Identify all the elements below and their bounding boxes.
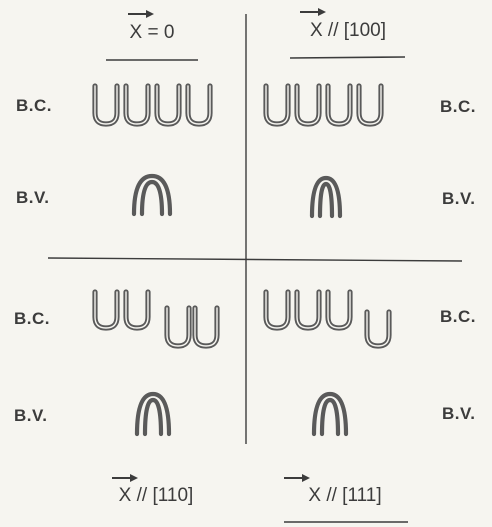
valence-label-bottom-right: B.V. [442, 404, 476, 424]
valley-3 [328, 86, 350, 124]
condition-label-bottom-right: X // [111] [280, 485, 410, 507]
valley-4 [188, 86, 210, 124]
valence-band-111 [314, 394, 346, 434]
valence-arch-line-2 [322, 400, 338, 434]
conduction-label-top-left: B.C. [16, 96, 52, 116]
valley-1 [266, 292, 288, 328]
condition-label-top-left: X = 0 [106, 22, 198, 44]
conduction-band-valleys-111 [266, 292, 389, 346]
conduction-band-valleys-100 [266, 86, 381, 124]
condition-label-bottom-left: X // [110] [100, 485, 212, 507]
valence-arch-line-2 [142, 182, 162, 214]
vector-arrow-head-2 [318, 8, 326, 16]
conduction-label-bottom-left: B.C. [14, 309, 50, 329]
valence-label-top-left: B.V. [16, 188, 50, 208]
valley-2 [126, 292, 148, 328]
valence-band-110 [137, 394, 169, 434]
valence-arch-line-2 [145, 400, 161, 434]
valence-band-x0 [134, 176, 170, 214]
valley-3 [328, 292, 350, 328]
vector-arrow-head-3 [130, 474, 138, 482]
valence-label-bottom-left: B.V. [14, 406, 48, 426]
horizontal-divider [48, 258, 462, 261]
conduction-label-top-right: B.C. [440, 97, 476, 117]
title-rule-top-right [290, 57, 405, 58]
valley-1 [266, 86, 288, 124]
valley-4 [359, 86, 381, 124]
vector-arrows [112, 8, 326, 482]
conduction-label-bottom-right: B.C. [440, 307, 476, 327]
valley-2 [126, 86, 148, 124]
vector-arrow-head-1 [146, 10, 154, 18]
valence-band-100 [312, 178, 340, 216]
valley-1 [95, 292, 117, 328]
valence-arch-line-2 [320, 184, 332, 216]
valley-2 [297, 292, 319, 328]
vector-arrow-head-4 [302, 474, 310, 482]
valley-2 [297, 86, 319, 124]
conduction-band-valleys-110 [95, 292, 217, 346]
valence-label-top-right: B.V. [442, 189, 476, 209]
valley-3 [167, 308, 189, 346]
valley-3 [157, 86, 179, 124]
valley-4 [195, 308, 217, 346]
condition-label-top-right: X // [100] [288, 20, 408, 42]
valley-1 [95, 86, 117, 124]
conduction-band-valleys-x0 [95, 86, 210, 124]
valley-4 [367, 312, 389, 346]
